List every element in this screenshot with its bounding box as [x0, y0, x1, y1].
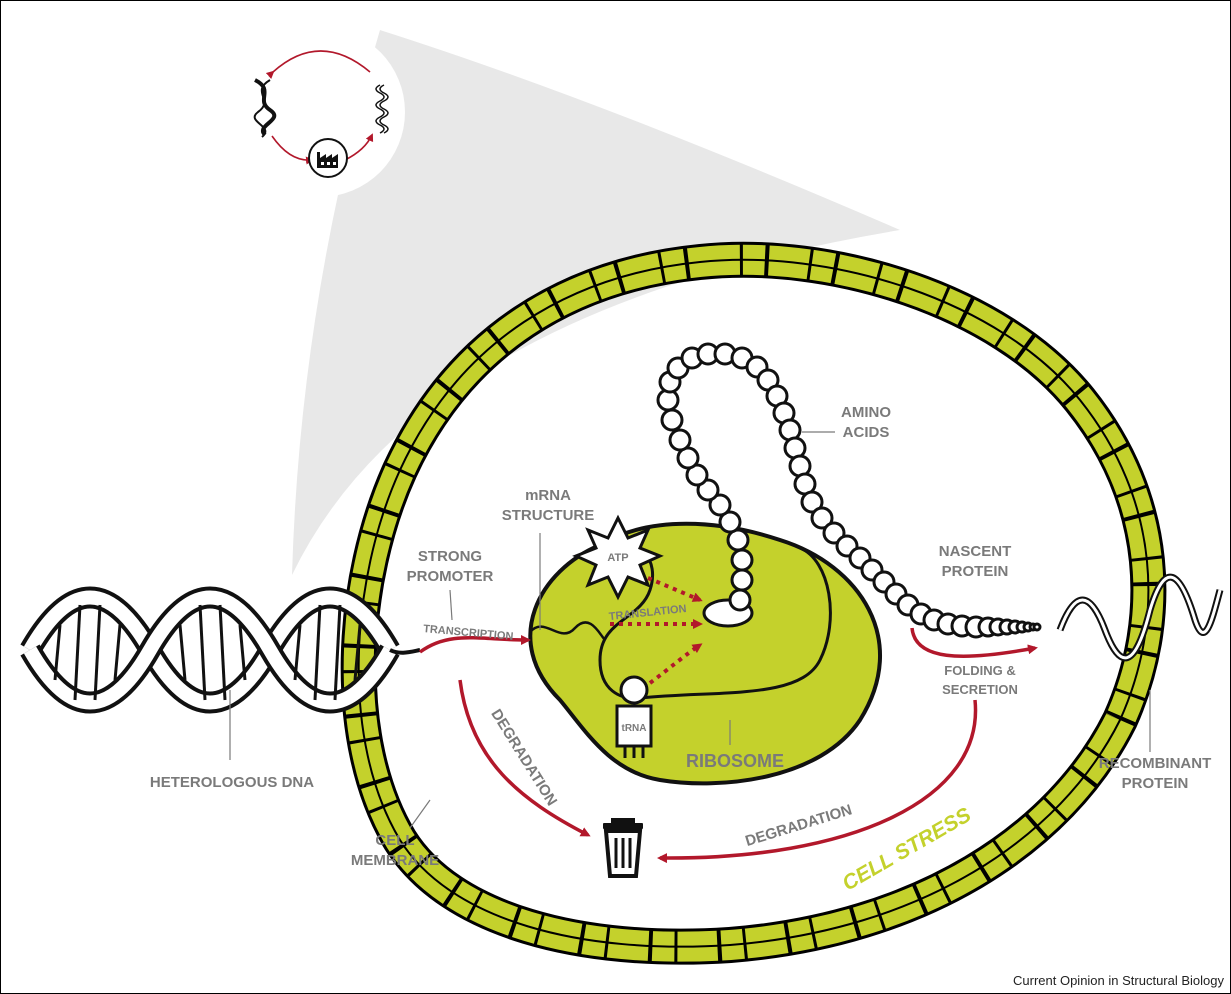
- amino-acid-bead: [1034, 624, 1040, 630]
- ribosome: [530, 524, 880, 784]
- secretion-label: SECRETION: [942, 682, 1018, 697]
- trna-label: tRNA: [622, 723, 647, 734]
- structure-label: STRUCTURE: [502, 507, 595, 524]
- recombinant-label: RECOMBINANT: [1099, 755, 1212, 772]
- acids-label: ACIDS: [843, 424, 890, 441]
- amino-acid-bead: [732, 570, 752, 590]
- amino-acid-bead: [730, 590, 750, 610]
- heterologous-dna-label: HETEROLOGOUS DNA: [150, 774, 314, 791]
- ribosome-label: RIBOSOME: [686, 751, 784, 771]
- atp-label: ATP: [607, 552, 628, 564]
- recombinant-protein-label: PROTEIN: [1122, 775, 1189, 792]
- degradation-right-label: DEGRADATION: [743, 801, 854, 850]
- membrane-label: MEMBRANE: [351, 852, 439, 869]
- nascent-label: NASCENT: [939, 543, 1012, 560]
- folding-label: FOLDING &: [944, 663, 1016, 678]
- trna-icon: tRNA: [617, 677, 651, 758]
- cell-label: CELL: [375, 832, 414, 849]
- amino-acid-bead: [732, 550, 752, 570]
- promoter-label: PROMOTER: [407, 568, 494, 585]
- inset-cycle: [235, 27, 405, 197]
- atp-burst-icon: ATP: [576, 518, 660, 597]
- journal-credit: Current Opinion in Structural Biology: [1013, 973, 1224, 988]
- protein-label: PROTEIN: [942, 563, 1009, 580]
- factory-icon: [309, 139, 347, 177]
- mrna-label: mRNA: [525, 487, 571, 504]
- trash-icon: [603, 818, 643, 876]
- strong-label: STRONG: [418, 548, 482, 565]
- transcription-label: TRANSCRIPTION: [423, 623, 514, 643]
- amino-label: AMINO: [841, 404, 891, 421]
- amino-acid-bead: [670, 430, 690, 450]
- amino-acid-bead: [662, 410, 682, 430]
